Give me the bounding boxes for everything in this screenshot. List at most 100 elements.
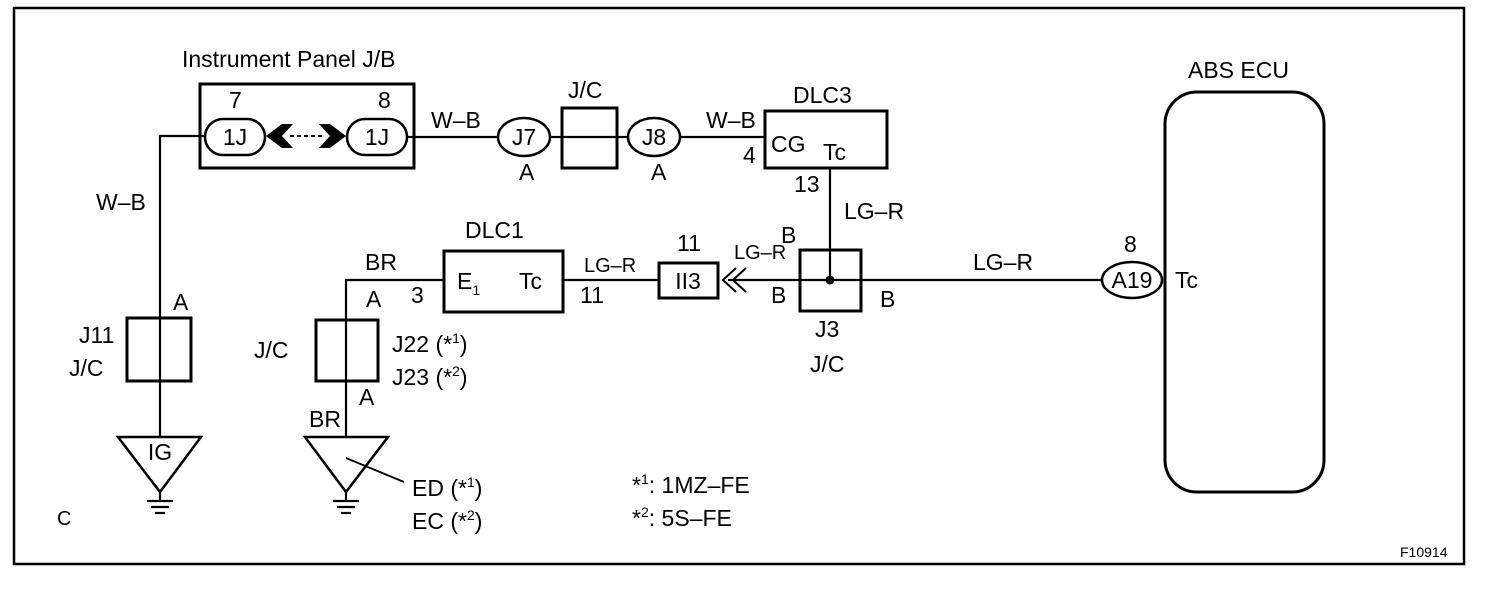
diagram-frame <box>12 6 1466 566</box>
ip-jb-pin-left: 7 <box>229 87 242 113</box>
abs-ecu-pin: 8 <box>1124 231 1137 257</box>
j8-side: A <box>651 159 667 185</box>
j7-side: A <box>519 159 535 185</box>
abs-ecu-box <box>1163 90 1326 494</box>
j3-side-right: B <box>880 286 895 312</box>
ip-jb-conn-right: 1J <box>365 124 389 150</box>
ground-ed-name: ED (*1) <box>412 474 482 501</box>
wire-label-w-b-right: W–B <box>706 107 756 133</box>
wire-w-b-left <box>158 134 205 318</box>
wire-labels: W–B W–B W–B LG–R LG–R LG–R LG–R BR BR <box>96 107 1033 432</box>
j11-name: J11 <box>79 322 114 348</box>
dlc1: DLC1 E1 Tc 3 11 <box>411 217 604 314</box>
j11-side: A <box>173 289 189 315</box>
corner-letter: C <box>57 508 71 530</box>
wire-label-w-b-mid: W–B <box>431 107 481 133</box>
wires <box>158 134 1102 437</box>
j3-type: J/C <box>810 351 845 377</box>
dlc3-cg: CG <box>771 131 806 157</box>
ii3-chevron <box>721 267 747 293</box>
ip-jb-chevron-right <box>319 124 346 148</box>
j22-side-top: A <box>366 286 382 312</box>
ip-jb-chevron-left <box>266 124 293 148</box>
dlc1-title: DLC1 <box>465 217 524 243</box>
j23-name: J23 (*2) <box>392 363 468 390</box>
wire-label-lg-r-dlc1: LG–R <box>584 255 636 277</box>
j3-junction-dot <box>825 275 835 285</box>
ground-ec-close: ) <box>475 508 483 534</box>
note-1-text: : 1MZ–FE <box>649 472 750 498</box>
dlc3-box <box>763 109 889 170</box>
ip-jb-conn-left-oval <box>203 117 267 157</box>
dlc1-pin-tc: 11 <box>580 282 604 308</box>
j3: B B B J3 J/C <box>771 222 895 377</box>
ground-ec-name: EC (*2) <box>412 507 482 534</box>
j22-type: J/C <box>254 337 289 363</box>
dlc1-pin-e1: 3 <box>411 282 424 308</box>
ip-jb-box <box>198 82 416 170</box>
ground-ec-main: EC (* <box>412 508 467 534</box>
wire-label-br-bottom: BR <box>309 406 341 432</box>
wire-label-lg-r-abs: LG–R <box>973 249 1033 275</box>
j22-name-close: ) <box>460 331 468 357</box>
dlc1-e1-main: E <box>457 268 472 294</box>
a19-oval <box>1100 260 1164 300</box>
wire-br-top <box>344 278 444 320</box>
j22-j23: A A J/C J22 (*1) J23 (*2) <box>254 286 468 410</box>
note-1: *1: 1MZ–FE <box>632 471 750 498</box>
j11-type: J/C <box>69 355 104 381</box>
j23-name-sup: 2 <box>452 363 460 379</box>
dlc1-e1-sub: 1 <box>472 282 480 298</box>
j7-label: J7 <box>512 124 536 150</box>
j22-name: J22 (*1) <box>392 330 468 357</box>
ground-ed-leader <box>345 457 405 483</box>
dlc3-pin-cg: 4 <box>743 142 756 168</box>
abs-ecu: ABS ECU 8 A19 Tc <box>1100 57 1326 494</box>
ground-ig-label: IG <box>148 439 172 465</box>
ip-jb-conn-left: 1J <box>223 124 247 150</box>
wire-label-lg-r-dlc3: LG–R <box>844 198 904 224</box>
note-1-mark: * <box>632 472 641 498</box>
j11: A J11 J/C <box>69 289 193 383</box>
ip-jb-title: Instrument Panel J/B <box>182 46 396 72</box>
ii3-label: II3 <box>675 268 701 294</box>
abs-ecu-title: ABS ECU <box>1188 57 1289 83</box>
j23-name-main: J23 (* <box>392 364 452 390</box>
dlc1-e1: E1 <box>457 268 480 298</box>
ground-ed-sup: 1 <box>467 474 475 490</box>
j8-label: J8 <box>642 124 666 150</box>
a19-label: A19 <box>1112 267 1153 293</box>
jc-top: J/C J7 J8 A A <box>496 77 682 185</box>
ground-ed-main: ED (* <box>412 475 467 501</box>
figure-code: F10914 <box>1400 544 1448 560</box>
dlc3-tc: Tc <box>823 139 846 165</box>
ip-jb-pin-right: 8 <box>378 87 391 113</box>
j7-oval <box>496 116 552 158</box>
jc-top-title: J/C <box>568 77 603 103</box>
wire-label-lg-r-ii3: LG–R <box>734 242 786 264</box>
instrument-panel-jb: Instrument Panel J/B 7 8 1J 1J <box>182 46 416 170</box>
j8-oval <box>626 116 682 158</box>
j22-name-main: J22 (* <box>392 331 452 357</box>
note-2-mark: * <box>632 505 641 531</box>
note-2: *2: 5S–FE <box>632 504 732 531</box>
j3-side-top: B <box>781 222 796 248</box>
dlc3-title: DLC3 <box>793 82 852 108</box>
notes: *1: 1MZ–FE *2: 5S–FE <box>632 471 750 531</box>
wire-label-br-top: BR <box>365 249 397 275</box>
j3-name: J3 <box>815 316 839 342</box>
ground-ed-triangle <box>302 435 391 495</box>
ii3-pin: 11 <box>677 230 701 256</box>
j23-name-close: ) <box>460 364 468 390</box>
note-2-text: : 5S–FE <box>649 505 732 531</box>
dlc1-tc: Tc <box>519 268 542 294</box>
note-2-sup: 2 <box>641 504 649 520</box>
j22-side-bottom: A <box>359 384 375 410</box>
j3-side-left: B <box>771 282 786 308</box>
dlc3-pin-tc: 13 <box>794 171 820 197</box>
dlc1-box <box>442 249 565 314</box>
abs-ecu-terminal: Tc <box>1175 267 1198 293</box>
note-1-sup: 1 <box>641 471 649 487</box>
ii3-box <box>657 261 720 300</box>
